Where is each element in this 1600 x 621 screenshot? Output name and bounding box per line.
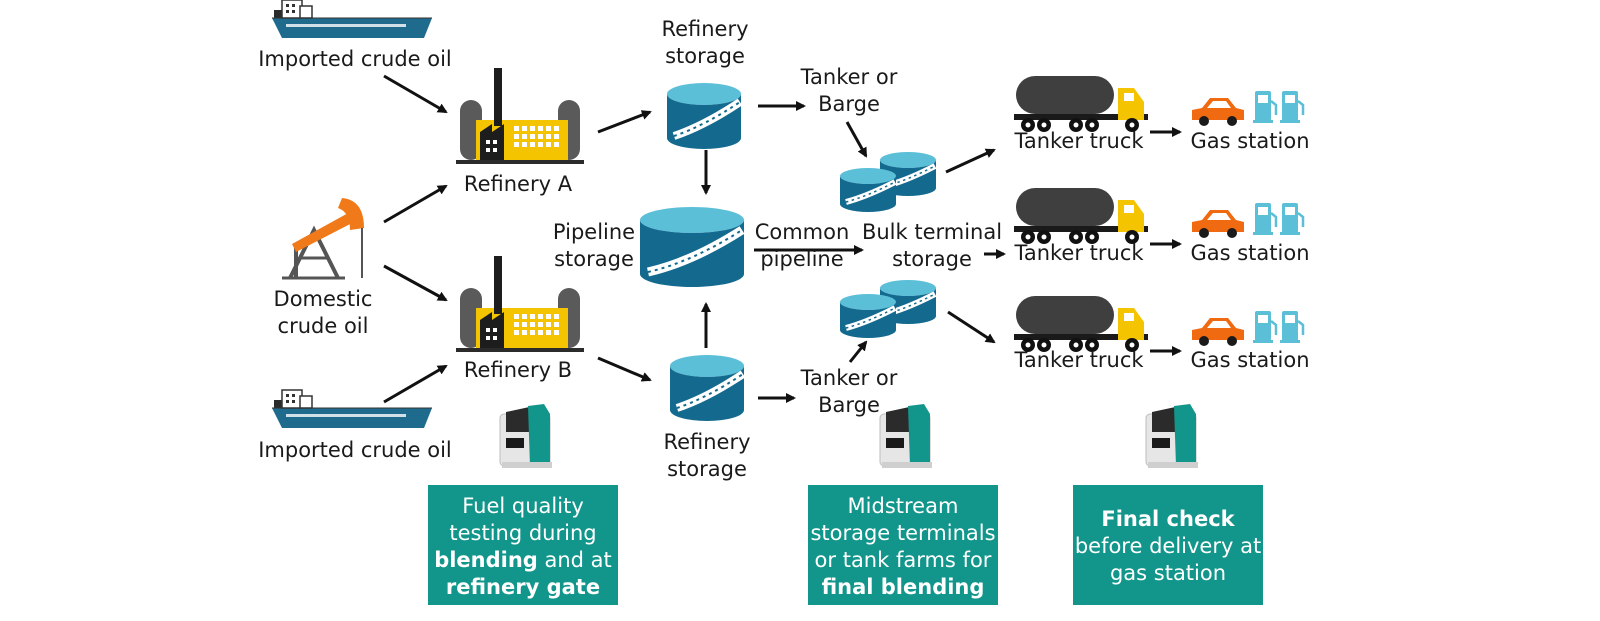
- fuel-pump-icon-2: [1251, 201, 1305, 237]
- box-line: refinery gate: [445, 575, 601, 599]
- car-icon-2: [1192, 210, 1244, 238]
- gas-station-label-1: Gas station: [1190, 129, 1310, 153]
- tanker-truck-icon-3: [1014, 296, 1148, 352]
- box-line: Midstream: [847, 494, 959, 518]
- tanker-truck-icon-2: [1014, 188, 1148, 244]
- box-line: testing during: [449, 521, 597, 545]
- box-line: or tank farms for: [814, 548, 992, 572]
- analyzer-icon-3: [1145, 403, 1199, 469]
- bulk-terminal-tanks-bottom: [840, 280, 936, 338]
- refinery-b-label: Refinery B: [463, 358, 573, 382]
- bulk-terminal-tanks-top: [840, 152, 936, 212]
- pipeline-storage-tank: [640, 207, 744, 287]
- box-line: gas station: [1109, 561, 1227, 585]
- box-line: [1073, 493, 1263, 506]
- box-line: blending and at: [434, 548, 612, 572]
- box-line: Fuel quality: [462, 494, 584, 518]
- refinery-testing-box: Fuel quality testing during blending and…: [428, 485, 618, 605]
- pumpjack-icon: [282, 198, 364, 280]
- gas-station-label-2: Gas station: [1190, 241, 1310, 265]
- refinery-a-icon: [456, 68, 584, 164]
- box-line: final blending: [821, 575, 985, 599]
- refinery-storage-tank-top: [667, 83, 741, 149]
- midstream-storage-box: Midstream storage terminals or tank farm…: [808, 485, 998, 605]
- refinery-a-label: Refinery A: [463, 172, 573, 196]
- fuel-pump-icon-1: [1251, 89, 1305, 125]
- imported-crude-oil-label-bottom: Imported crude oil: [258, 438, 452, 462]
- refinery-storage-tank-bottom: [670, 355, 744, 421]
- analyzer-icon-1: [499, 403, 553, 469]
- car-icon-1: [1192, 98, 1244, 126]
- fuel-pump-icon-3: [1251, 309, 1305, 345]
- tanker-truck-label-1: Tanker truck: [1014, 129, 1144, 153]
- gas-station-label-3: Gas station: [1190, 348, 1310, 372]
- car-icon-3: [1192, 318, 1244, 346]
- box-line: storage terminals: [810, 521, 996, 545]
- box-line: Final check: [1101, 507, 1235, 531]
- flow-arrows: [383, 74, 1182, 404]
- box-line: before delivery at: [1074, 534, 1262, 558]
- imported-crude-oil-label-top: Imported crude oil: [258, 47, 452, 71]
- ship-icon-top: [271, 0, 433, 39]
- tanker-truck-label-3: Tanker truck: [1014, 348, 1144, 372]
- tanker-truck-icon-1: [1014, 76, 1148, 132]
- final-check-box: Final check before delivery at gas stati…: [1073, 485, 1263, 605]
- tanker-truck-label-2: Tanker truck: [1014, 241, 1144, 265]
- ship-icon-bottom: [271, 389, 433, 429]
